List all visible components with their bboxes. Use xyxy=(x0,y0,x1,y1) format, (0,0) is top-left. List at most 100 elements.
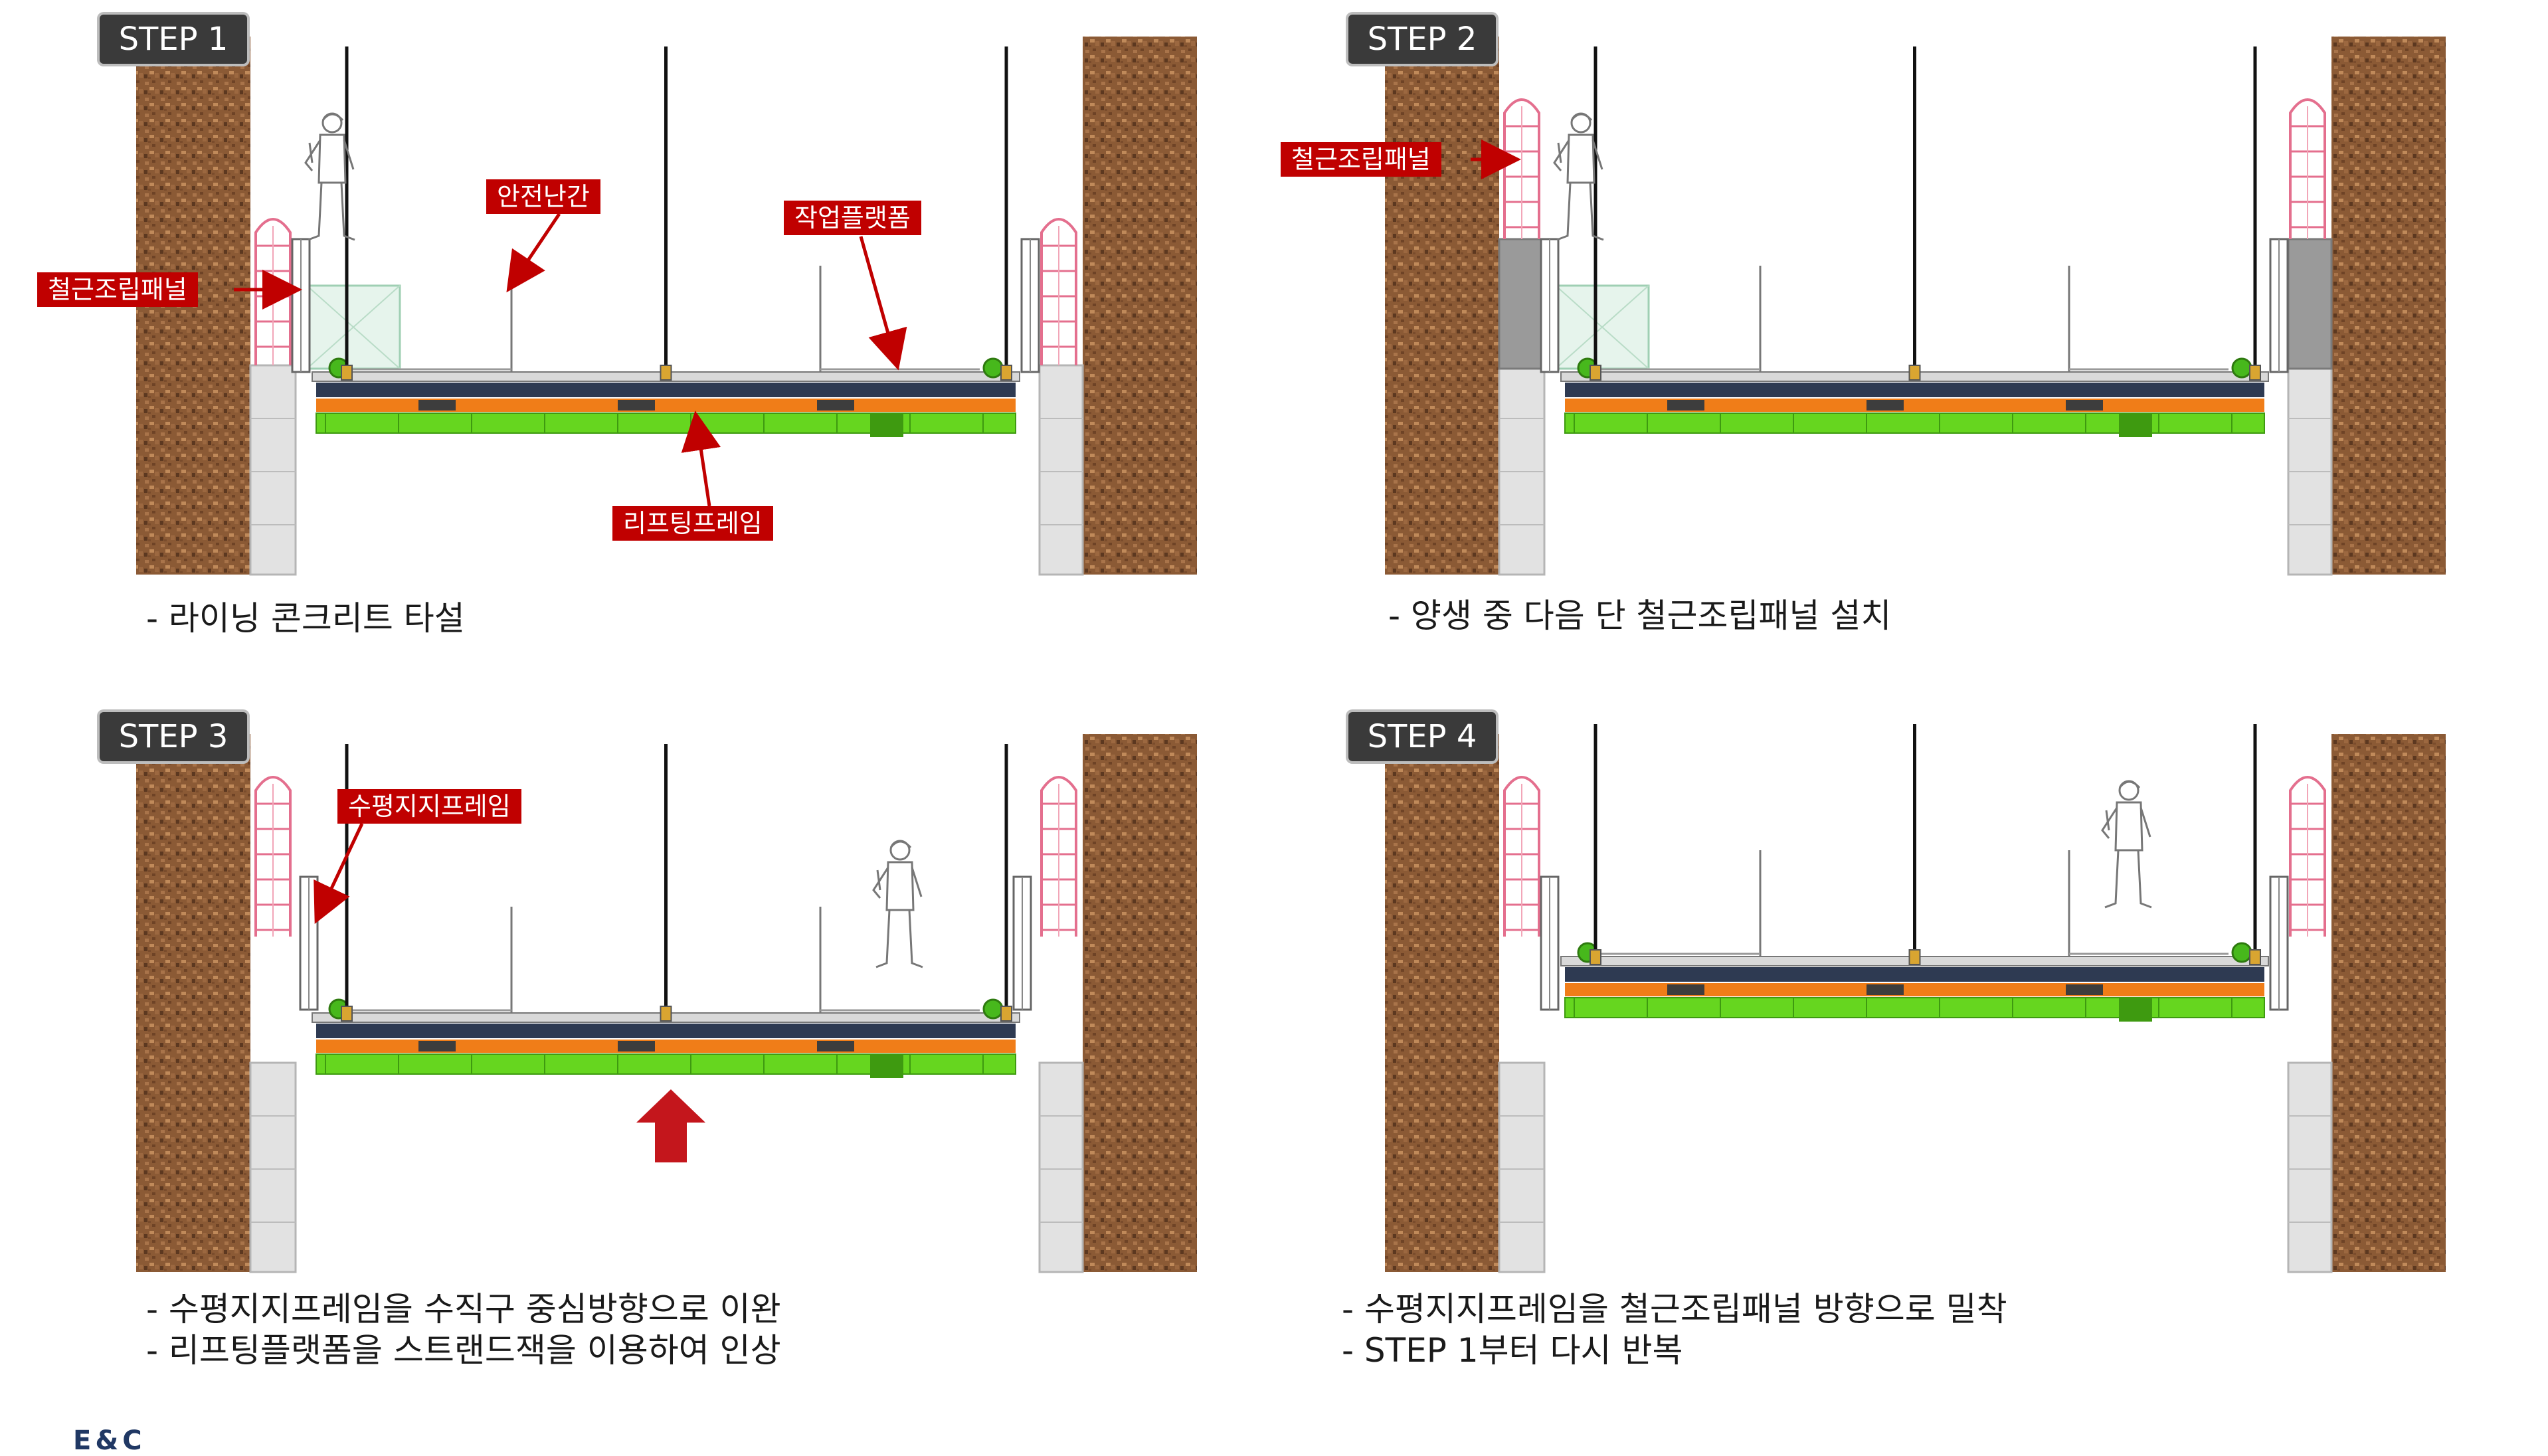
beam-connector xyxy=(2066,984,2103,995)
step-4-description-line-1: - 수평지지프레임을 철근조립패널 방향으로 밀착 xyxy=(1342,1290,2007,1328)
rebar-panel xyxy=(1040,776,1077,937)
left-curing-concrete xyxy=(1498,238,1546,370)
right-ground xyxy=(2331,734,2446,1272)
support-roller xyxy=(2231,942,2252,963)
worker xyxy=(304,112,355,241)
callout-rebar-panel: 철근조립패널 xyxy=(1281,142,1441,177)
beam-connector xyxy=(418,400,456,410)
support-roller xyxy=(982,357,1004,379)
rebar-panel xyxy=(1040,218,1077,365)
navy-beam xyxy=(1565,967,2264,982)
temporary-scaffold xyxy=(1554,284,1650,370)
rebar-panel xyxy=(254,776,292,937)
worker xyxy=(1553,112,1604,241)
frame-clamp xyxy=(870,413,903,437)
step-2-panel: STEP 2 철근조립패널 - 양생 중 다음 단 철근조립패널 설치 xyxy=(1249,0,2458,664)
beam-connector xyxy=(2066,400,2103,410)
callout-rebar-panel: 철근조립패널 xyxy=(37,272,198,307)
worker xyxy=(872,840,923,968)
callout-lifting-frame: 리프팅프레임 xyxy=(612,506,773,541)
green-lifting-frame xyxy=(1564,997,2265,1018)
strand-anchor xyxy=(341,1006,353,1022)
strand-anchor xyxy=(341,365,353,381)
step-4-panel: STEP 4 - 수평지지프레임을 철근조립패널 방향으로 밀착 - STEP … xyxy=(1249,697,2458,1370)
strand-anchor xyxy=(1590,949,1601,965)
strand-anchor xyxy=(660,365,672,381)
strand-anchor xyxy=(2249,949,2261,965)
right-ground xyxy=(1083,734,1197,1272)
green-lifting-frame xyxy=(1564,412,2265,434)
strand-anchor xyxy=(1908,949,1921,965)
callout-leader xyxy=(314,822,364,925)
left-lining xyxy=(1498,1061,1546,1273)
frame-clamp xyxy=(2119,998,2152,1022)
right-lining xyxy=(2287,1061,2333,1273)
rebar-panel xyxy=(2289,776,2326,937)
navy-beam xyxy=(316,383,1016,397)
callout-horizontal-support-frame: 수평지지프레임 xyxy=(337,789,521,824)
left-lining xyxy=(1498,364,1546,576)
right-ground xyxy=(2331,37,2446,575)
frame-clamp xyxy=(2119,413,2152,437)
beam-connector xyxy=(618,1041,655,1051)
rebar-panel xyxy=(1503,98,1540,239)
frame-clamp xyxy=(870,1054,903,1078)
guide-frame xyxy=(2269,875,2289,1011)
step-3-description-line-1: - 수평지지프레임을 수직구 중심방향으로 이완 xyxy=(146,1290,781,1328)
step-3-description-line-2: - 리프팅플랫폼을 스트랜드잭을 이용하여 인상 xyxy=(146,1331,781,1370)
strand-anchor xyxy=(1000,1006,1012,1022)
right-curing-concrete xyxy=(2287,238,2333,370)
step-4-badge: STEP 4 xyxy=(1348,712,1496,761)
step-4-description-line-2: - STEP 1부터 다시 반복 xyxy=(1342,1331,1683,1370)
strand-anchor xyxy=(660,1006,672,1022)
guide-frame xyxy=(1020,238,1040,373)
right-lining xyxy=(2287,364,2333,576)
beam-connector xyxy=(1667,984,1704,995)
step-3-panel: STEP 3 수평지지프레임 - 수평지지프레임을 수직구 중심방향으로 이완 … xyxy=(0,697,1209,1370)
rebar-panel xyxy=(1503,776,1540,937)
callout-leader xyxy=(681,410,721,507)
lift-direction-arrow xyxy=(636,1089,705,1162)
beam-connector xyxy=(817,1041,854,1051)
callout-leader xyxy=(859,236,907,371)
guide-frame xyxy=(2269,238,2289,373)
strand-anchor xyxy=(2249,365,2261,381)
right-lining xyxy=(1038,364,1084,576)
left-ground xyxy=(136,734,250,1272)
strand-anchor xyxy=(1000,365,1012,381)
temporary-scaffold xyxy=(306,284,401,370)
step-1-panel: STEP 1 철근조립패널 안전난간 작업플랫폼 리프팅프레임 - 라이닝 콘크… xyxy=(0,0,1209,664)
support-roller xyxy=(2231,357,2252,379)
right-lining xyxy=(1038,1061,1084,1273)
left-lining xyxy=(249,364,297,576)
guide-frame xyxy=(1012,875,1032,1011)
beam-connector xyxy=(618,400,655,410)
step-1-description-line-1: - 라이닝 콘크리트 타설 xyxy=(146,599,465,638)
guide-frame xyxy=(291,238,311,373)
guide-frame xyxy=(1540,238,1560,373)
step-3-drawing xyxy=(136,734,1197,1273)
strand-anchor xyxy=(1590,365,1601,381)
step-2-badge: STEP 2 xyxy=(1348,15,1496,64)
step-4-drawing xyxy=(1385,724,2446,1273)
step-3-badge: STEP 3 xyxy=(100,712,247,761)
rebar-panel xyxy=(254,218,292,365)
guide-frame xyxy=(1540,875,1560,1011)
company-logo: E&C xyxy=(73,1425,146,1456)
green-lifting-frame xyxy=(316,412,1016,434)
right-ground xyxy=(1083,37,1197,575)
beam-connector xyxy=(418,1041,456,1051)
lifting-platform xyxy=(312,266,1020,437)
left-lining xyxy=(249,1061,297,1273)
beam-connector xyxy=(1866,400,1904,410)
left-ground xyxy=(1385,734,1499,1272)
step-1-drawing xyxy=(136,37,1197,576)
left-ground xyxy=(1385,37,1499,575)
rebar-panel xyxy=(2289,98,2326,239)
guide-frame xyxy=(299,875,319,1011)
support-roller xyxy=(982,998,1004,1020)
step-2-drawing xyxy=(1385,37,2446,576)
callout-work-platform: 작업플랫폼 xyxy=(784,201,921,235)
step-2-description-line-1: - 양생 중 다음 단 철근조립패널 설치 xyxy=(1388,596,1892,635)
